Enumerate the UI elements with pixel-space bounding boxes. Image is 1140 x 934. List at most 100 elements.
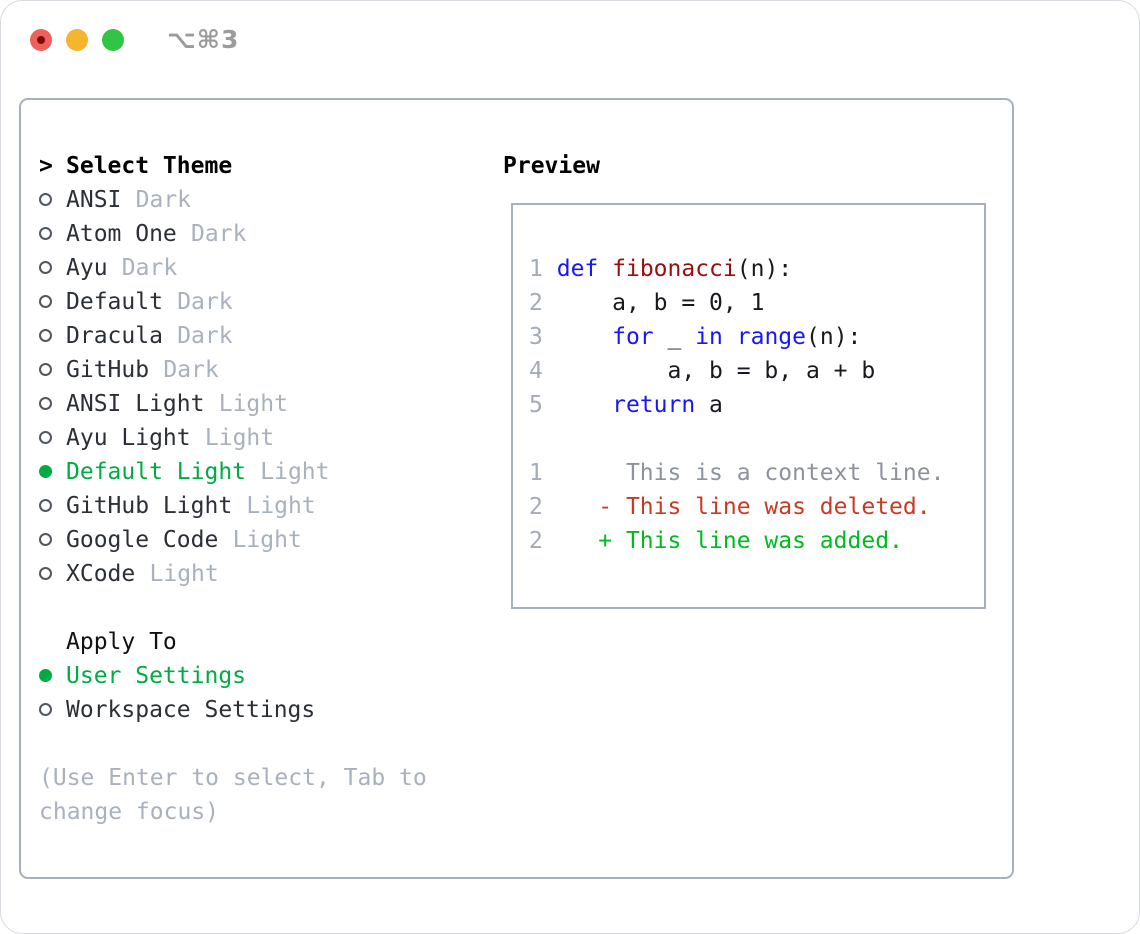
theme-option-github-light[interactable]: GitHub Light Light <box>39 489 503 523</box>
apply-to-header-row: Apply To <box>39 625 503 659</box>
theme-name: Default Light <box>66 459 247 485</box>
theme-name: XCode <box>66 561 136 587</box>
radio-icon <box>39 431 52 444</box>
code-token: return <box>612 392 696 418</box>
theme-option-dracula[interactable]: Dracula Dark <box>39 319 503 353</box>
code-line: 2 + This line was added. <box>529 524 976 558</box>
apply-option-label: User Settings <box>66 663 247 689</box>
code-token: def <box>556 256 599 282</box>
close-button[interactable] <box>30 29 52 51</box>
code-line: 1 def fibonacci(n): <box>529 252 976 286</box>
zoom-button[interactable] <box>102 29 124 51</box>
code-token <box>723 324 737 350</box>
radio-icon <box>39 703 52 716</box>
code-token <box>543 392 612 418</box>
line-number: 4 <box>529 358 543 384</box>
apply-to-header: Apply To <box>66 629 177 655</box>
theme-name: ANSI <box>66 187 122 213</box>
apply-option-workspace-settings[interactable]: Workspace Settings <box>39 693 503 727</box>
theme-name: Ayu <box>66 255 108 281</box>
radio-icon <box>39 329 52 342</box>
minimize-button[interactable] <box>66 29 88 51</box>
theme-name: GitHub Light <box>66 493 233 519</box>
theme-name: Atom One <box>66 221 177 247</box>
radio-selected-icon <box>39 669 52 682</box>
theme-variant-tag: Light <box>232 527 302 553</box>
radio-icon <box>39 295 52 308</box>
code-line: 1 This is a context line. <box>529 456 976 490</box>
radio-icon <box>39 533 52 546</box>
radio-icon <box>39 567 52 580</box>
titlebar: ⌥⌘3 <box>1 1 1139 79</box>
line-number: 1 <box>529 460 543 486</box>
theme-variant-tag: Dark <box>191 221 247 247</box>
line-number: 2 <box>529 290 543 316</box>
line-number: 1 <box>529 256 543 282</box>
preview-column: Preview 1 def fibonacci(n):2 a, b = 0, 1… <box>503 149 1012 877</box>
code-line: 2 - This line was deleted. <box>529 490 976 524</box>
theme-variant-tag: Light <box>246 493 316 519</box>
radio-icon <box>39 227 52 240</box>
code-token: a, b = b, a + b <box>542 358 876 384</box>
line-number: 5 <box>529 392 543 418</box>
code-token: a, b = 0, 1 <box>542 290 765 316</box>
theme-variant-tag: Dark <box>163 357 219 383</box>
radio-icon <box>39 397 52 410</box>
code-token: in <box>695 324 723 350</box>
theme-option-ayu-light[interactable]: Ayu Light Light <box>39 421 503 455</box>
radio-icon <box>39 499 52 512</box>
theme-option-ansi[interactable]: ANSI Dark <box>39 183 503 217</box>
theme-option-google-code[interactable]: Google Code Light <box>39 523 503 557</box>
theme-name: Ayu Light <box>66 425 191 451</box>
code-token <box>598 256 612 282</box>
theme-variant-tag: Dark <box>135 187 192 213</box>
theme-variant-tag: Light <box>149 561 219 587</box>
theme-variant-tag: Dark <box>177 323 233 349</box>
theme-option-github[interactable]: GitHub Dark <box>39 353 503 387</box>
line-number: 3 <box>529 324 543 350</box>
code-line: 5 return a <box>529 388 976 422</box>
code-token: for <box>612 324 654 350</box>
radio-icon <box>39 363 52 376</box>
code-token: a <box>695 392 723 418</box>
code-line: 2 a, b = 0, 1 <box>529 286 976 320</box>
theme-name: Google Code <box>66 527 219 553</box>
theme-name: Dracula <box>66 323 163 349</box>
radio-icon <box>39 193 52 206</box>
theme-name: Default <box>66 289 163 315</box>
theme-option-ansi-light[interactable]: ANSI Light Light <box>39 387 503 421</box>
code-token <box>543 256 557 282</box>
code-token: + This line was added. <box>542 528 903 554</box>
code-line: 4 a, b = b, a + b <box>529 354 976 388</box>
theme-variant-tag: Dark <box>177 289 233 315</box>
close-dot-icon <box>37 36 45 44</box>
theme-option-atom-one[interactable]: Atom One Dark <box>39 217 503 251</box>
code-token: This is a context line. <box>542 460 945 486</box>
code-token <box>543 324 612 350</box>
theme-option-xcode[interactable]: XCode Light <box>39 557 503 591</box>
apply-option-label: Workspace Settings <box>66 697 316 723</box>
theme-name: GitHub <box>66 357 150 383</box>
theme-variant-tag: Light <box>260 459 330 485</box>
apply-option-user-settings[interactable]: User Settings <box>39 659 503 693</box>
radio-icon <box>39 261 52 274</box>
theme-option-default[interactable]: Default Dark <box>39 285 503 319</box>
theme-variant-tag: Light <box>218 391 288 417</box>
code-line <box>529 422 976 456</box>
theme-variant-tag: Light <box>204 425 275 451</box>
code-token: _ <box>653 324 696 350</box>
theme-option-default-light[interactable]: Default Light Light <box>39 455 503 489</box>
code-token: - This line was deleted. <box>542 494 931 520</box>
keyboard-hint: (Use Enter to select, Tab to change focu… <box>39 765 427 825</box>
code-token: range <box>736 324 807 350</box>
theme-name: ANSI Light <box>66 391 205 417</box>
code-token: (n): <box>806 324 862 350</box>
code-token: (n): <box>736 256 793 282</box>
